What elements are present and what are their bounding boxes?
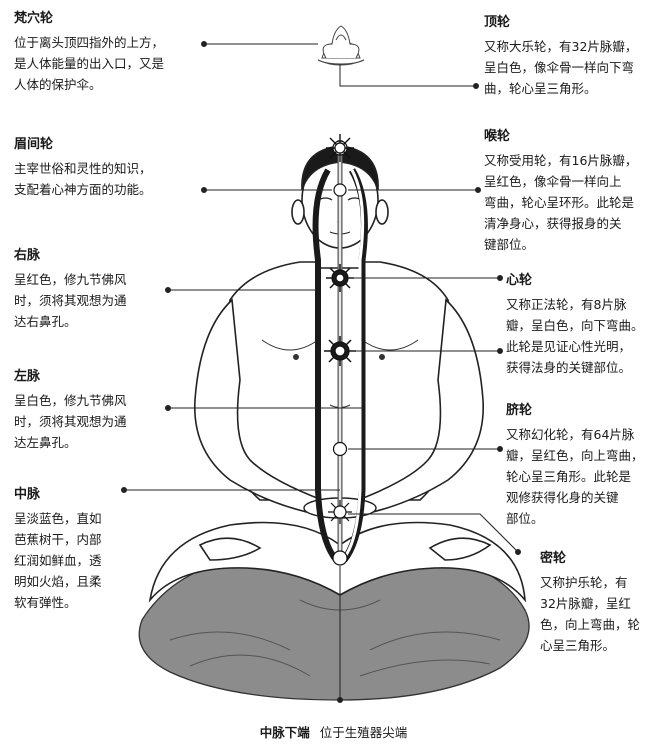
label-left-channel: 左脉 呈白色，修九节佛风 时，须将其观想为通 达左鼻孔。 bbox=[14, 366, 154, 453]
label-title: 眉间轮 bbox=[14, 137, 54, 152]
label-body: 又称受用轮，有16片脉瓣， 呈红色，像伞骨一样向上 弯曲，轮心呈环形。此轮是 清… bbox=[484, 153, 638, 252]
label-central-channel: 中脉 呈淡蓝色，直如 芭蕉树干，内部 红润如鲜血，透 明如火焰，且柔 软有弹性。 bbox=[14, 484, 114, 613]
brow-chakra bbox=[333, 183, 347, 197]
label-body: 又称护乐轮，有 32片脉瓣，呈红 色，向上弯曲，轮 心呈三角形。 bbox=[540, 575, 641, 653]
label-title: 右脉 bbox=[14, 248, 41, 263]
label-title: 顶轮 bbox=[484, 15, 511, 30]
caption-text: 位于生殖器尖端 bbox=[319, 725, 408, 740]
right-channel bbox=[312, 168, 339, 562]
label-body: 又称大乐轮，有32片脉瓣， 呈白色，像伞骨一样向下弯 曲，轮心呈三角形。 bbox=[484, 39, 638, 96]
label-body: 又称幻化轮，有64片脉 瓣，呈红色，向上弯曲， 轮心呈三角形。此轮是 观修获得化… bbox=[506, 427, 644, 526]
label-title: 左脉 bbox=[14, 369, 41, 384]
label-navel-chakra: 脐轮 又称幻化轮，有64片脉 瓣，呈红色，向上弯曲， 轮心呈三角形。此轮是 观修… bbox=[506, 400, 656, 529]
lotus-icon bbox=[317, 25, 365, 66]
secret-chakra bbox=[328, 500, 352, 524]
central-channel-bottom bbox=[332, 550, 348, 566]
label-body: 又称正法轮，有8片脉 瓣，呈白色，向下弯曲。 此轮是见证心性光明， 获得法身的关… bbox=[506, 297, 644, 375]
label-title: 喉轮 bbox=[484, 129, 511, 144]
navel-chakra bbox=[332, 441, 348, 457]
label-right-channel: 右脉 呈红色，修九节佛风 时，须将其观想为通 达右鼻孔。 bbox=[14, 245, 154, 332]
throat-chakra bbox=[326, 264, 354, 292]
figure-caption: 中脉下端位于生殖器尖端 bbox=[0, 722, 667, 741]
crown-chakra bbox=[326, 134, 354, 162]
label-throat-chakra: 喉轮 又称受用轮，有16片脉瓣， 呈红色，像伞骨一样向上 弯曲，轮心呈环形。此轮… bbox=[484, 126, 659, 255]
label-title: 梵穴轮 bbox=[14, 11, 54, 26]
label-body: 主宰世俗和灵性的知识， 支配着心神方面的功能。 bbox=[14, 161, 152, 197]
label-crown-chakra: 顶轮 又称大乐轮，有32片脉瓣， 呈白色，像伞骨一样向下弯 曲，轮心呈三角形。 bbox=[484, 12, 659, 99]
leader-lines bbox=[121, 41, 521, 703]
label-title: 脐轮 bbox=[506, 403, 533, 418]
label-body: 呈白色，修九节佛风 时，须将其观想为通 达左鼻孔。 bbox=[14, 393, 127, 450]
label-brow-chakra: 眉间轮 主宰世俗和灵性的知识， 支配着心神方面的功能。 bbox=[14, 134, 199, 200]
label-secret-chakra: 密轮 又称护乐轮，有 32片脉瓣，呈红 色，向上弯曲，轮 心呈三角形。 bbox=[540, 548, 658, 656]
robe-fold-lines bbox=[169, 599, 501, 677]
label-body: 呈红色，修九节佛风 时，须将其观想为通 达右鼻孔。 bbox=[14, 272, 127, 329]
label-title: 密轮 bbox=[540, 551, 567, 566]
label-heart-chakra: 心轮 又称正法轮，有8片脉 瓣，呈白色，向下弯曲。 此轮是见证心性光明， 获得法… bbox=[506, 270, 656, 378]
label-title: 中脉 bbox=[14, 487, 41, 502]
caption-title: 中脉下端 bbox=[259, 725, 310, 740]
label-body: 呈淡蓝色，直如 芭蕉树干，内部 红润如鲜血，透 明如火焰，且柔 软有弹性。 bbox=[14, 511, 102, 610]
heart-chakra bbox=[324, 336, 356, 366]
label-fanxue-chakra: 梵穴轮 位于离头顶四指外的上方， 是人体能量的出入口，又是 人体的保护伞。 bbox=[14, 8, 199, 95]
label-title: 心轮 bbox=[506, 273, 533, 288]
arms bbox=[194, 298, 484, 516]
label-body: 位于离头顶四指外的上方， 是人体能量的出入口，又是 人体的保护伞。 bbox=[14, 35, 165, 92]
